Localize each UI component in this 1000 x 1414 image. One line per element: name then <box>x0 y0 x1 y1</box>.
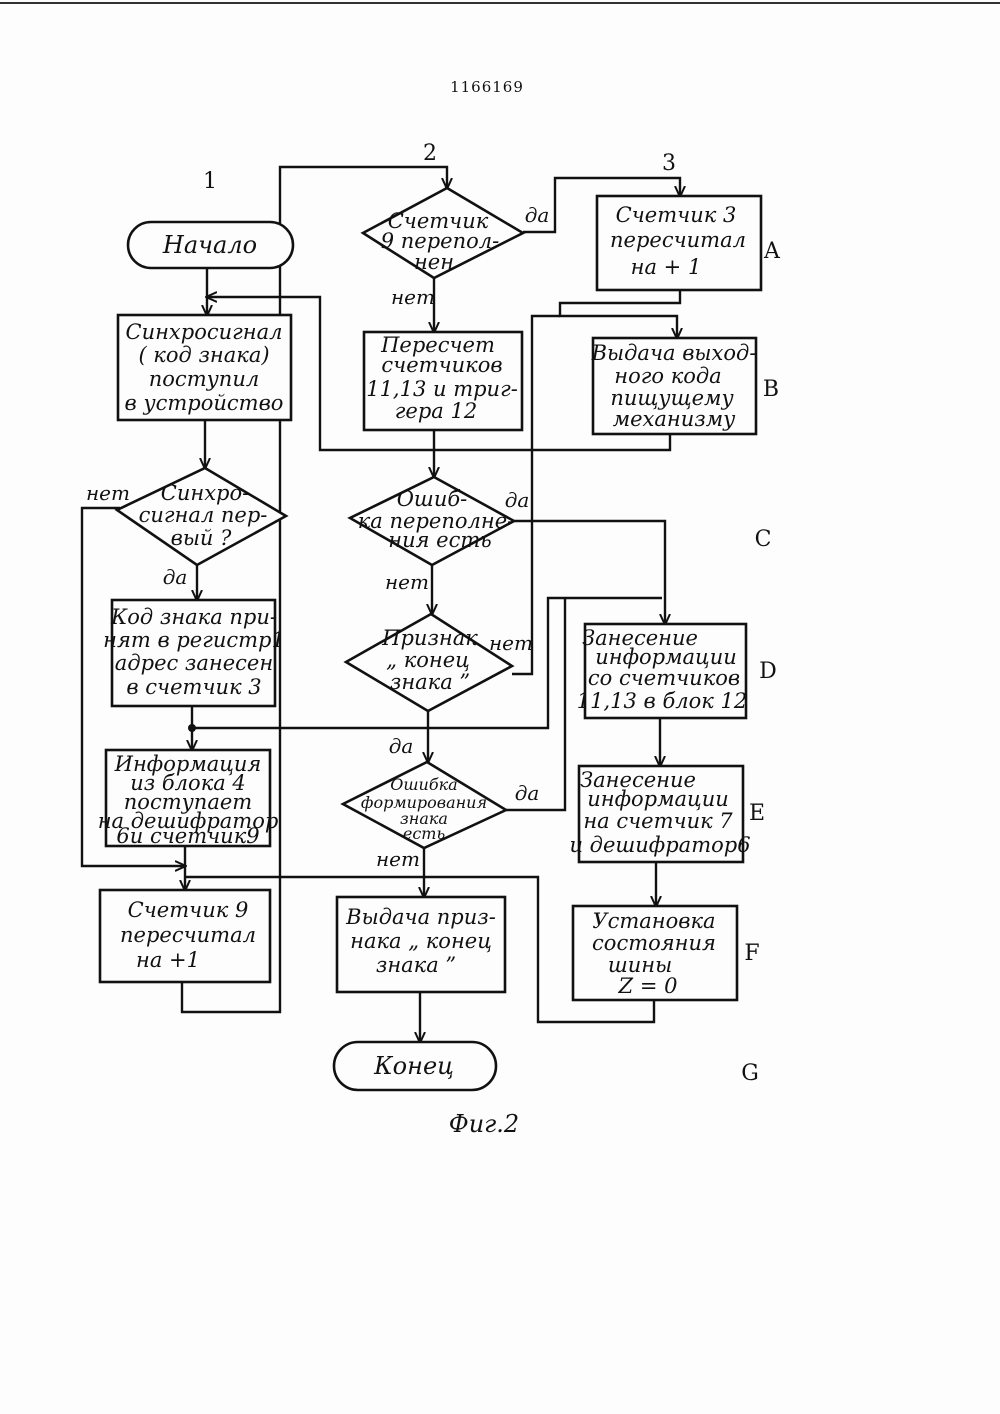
sync-first-line: сигнал пер- <box>139 503 268 527</box>
write-info-block12-line: 11,13 в блок 12 <box>577 689 747 713</box>
overflow-error-label: Ошиб- ка переполне- ния есть <box>358 487 514 552</box>
end-sign-line: знака ” <box>390 670 470 694</box>
branch-yes-end-sign: да <box>389 734 414 758</box>
branch-no-error: нет <box>385 570 429 594</box>
counter9-overflow-label: Счетчик 9 перепол- нен <box>381 209 500 274</box>
flow-counter3-to-output <box>560 290 680 338</box>
counter9-count-line: Счетчик 9 <box>128 898 249 922</box>
column-number-3: 3 <box>662 151 676 176</box>
output-code-line: механизму <box>613 407 736 431</box>
sync-first-line: Синхро- <box>161 481 249 505</box>
code-received-line: адрес занесен <box>115 651 273 675</box>
recount-line: счетчиков <box>381 353 502 377</box>
write-info-counter7-line: на счетчик 7 <box>583 809 733 833</box>
end-sign-line: „ конец <box>386 648 470 672</box>
output-end-sign-line: Выдача приз- <box>345 905 496 929</box>
overflow-error-line: Ошиб- <box>397 487 468 511</box>
counter3-count-line: Счетчик 3 <box>616 203 737 227</box>
info-block4-line: 6и счетчик9 <box>116 824 259 848</box>
formation-error-line: есть <box>403 824 445 843</box>
write-info-counter7-line: и дешифратор6 <box>569 833 750 857</box>
output-end-sign-line: нака „ конец <box>350 929 492 953</box>
overflow-error-line: ния есть <box>388 528 491 552</box>
row-label-d: D <box>759 659 777 684</box>
branch-no-sync-first: нет <box>86 481 130 505</box>
row-label-b: B <box>763 377 779 402</box>
bus-state-line: Z = 0 <box>618 974 678 998</box>
formation-error-line: Ошибка <box>390 775 457 794</box>
row-label-g: G <box>741 1061 759 1086</box>
start-label: Начало <box>162 231 257 259</box>
sync-received-line: Синхросигнал <box>126 320 283 344</box>
bus-state-line: состояния <box>592 931 716 955</box>
end-sign-label: Признак „ конец знака ” <box>381 626 478 694</box>
end-sign-line: Признак <box>381 626 478 650</box>
counter3-count-line: на + 1 <box>631 255 702 279</box>
write-info-block12-line: со счетчиков <box>588 666 740 690</box>
branch-yes-formation: да <box>515 781 540 805</box>
code-received-line: Код знака при- <box>110 605 277 629</box>
branch-yes-overflow: да <box>525 203 550 227</box>
row-label-f: F <box>744 941 759 966</box>
row-label-c: C <box>755 527 772 552</box>
counter9-count-line: на +1 <box>136 948 200 972</box>
output-code-line: ного кода <box>614 364 721 388</box>
code-received-label: Код знака при- нят в регистр1 адрес зане… <box>103 605 285 699</box>
counter9-count-line: пересчитал <box>120 923 256 947</box>
sync-received-line: поступил <box>149 367 259 391</box>
row-label-a: A <box>763 239 781 264</box>
row-label-e: E <box>749 801 765 826</box>
output-code-line: Выдача выход- <box>591 341 757 365</box>
recount-line: гера 12 <box>395 399 477 423</box>
branch-no-formation: нет <box>376 847 420 871</box>
sync-received-line: в устройство <box>125 391 284 415</box>
counter3-count-line: пересчитал <box>610 228 746 252</box>
code-received-line: в счетчик 3 <box>126 675 261 699</box>
sync-first-line: вый ? <box>171 526 233 550</box>
branch-no-end-sign: нет <box>489 631 533 655</box>
column-number-1: 1 <box>203 169 217 194</box>
branch-no-overflow: нет <box>391 285 435 309</box>
output-end-sign-line: знака ” <box>376 953 456 977</box>
info-block4-label: Информация из блока 4 поступает на дешиф… <box>98 752 279 848</box>
output-code-label: Выдача выход- ного кода пищущему механиз… <box>591 341 757 431</box>
column-number-2: 2 <box>423 141 437 166</box>
recount-line: 11,13 и триг- <box>366 377 518 401</box>
patent-number: 1166169 <box>450 78 524 96</box>
end-label: Конец <box>373 1052 454 1080</box>
sync-received-line: ( код знака) <box>138 343 269 367</box>
branch-yes-sync-first: да <box>163 565 188 589</box>
start-label-line: Начало <box>162 231 257 259</box>
write-info-counter7-line: информации <box>587 787 729 811</box>
flow-error-yes <box>514 521 665 624</box>
code-received-line: нят в регистр1 <box>103 628 285 652</box>
flow-formation-yes <box>506 598 565 810</box>
counter9-overflow-line: нен <box>414 250 454 274</box>
end-label-line: Конец <box>373 1052 454 1080</box>
figure-caption: Фиг.2 <box>449 1110 519 1138</box>
bus-state-line: Установка <box>592 909 715 933</box>
